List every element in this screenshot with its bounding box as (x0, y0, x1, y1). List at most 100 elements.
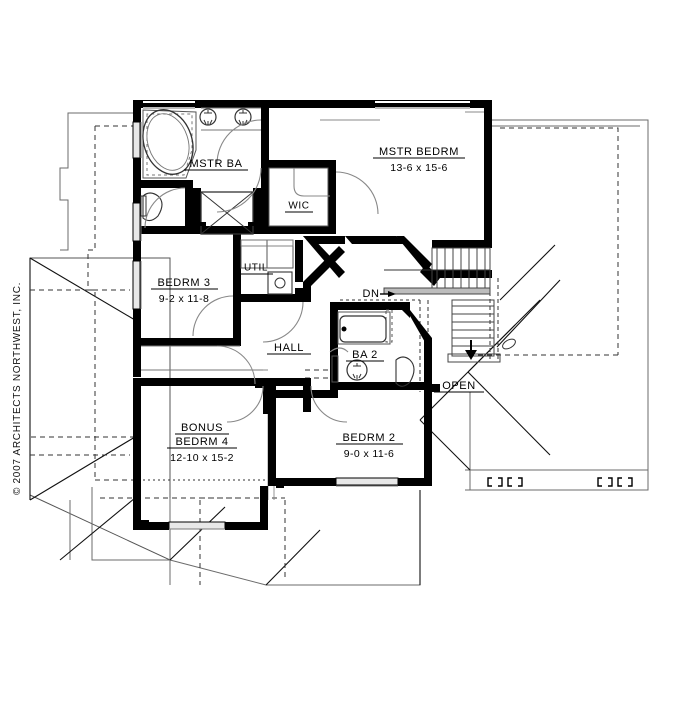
walls-group (132, 100, 492, 530)
toilet-tank-mstr (140, 195, 147, 217)
wall-top-right-stub (470, 100, 492, 108)
wall-angle-stub (303, 282, 311, 302)
window-below-bottom (168, 521, 226, 530)
wall-angle-diag-2 (303, 246, 345, 288)
wall-util-jog (233, 288, 241, 296)
label-mstr-ba: MSTR BA (189, 158, 242, 170)
door-swing-wic (293, 168, 330, 197)
roof-edge-lower-left (91, 487, 170, 561)
door-swing-wic-outer (335, 171, 379, 215)
newel-post-symbol (502, 338, 516, 350)
bathtub-ba2 (339, 315, 387, 343)
wic-shelf-outline (268, 167, 329, 227)
wall-wic-top (261, 160, 336, 168)
wall-bonus-left-bottom (133, 478, 141, 488)
label-bonus: BONUS (181, 422, 223, 434)
wall-ba2-top (330, 302, 410, 310)
toilet-mstr (142, 192, 163, 222)
wall-left-top (133, 100, 141, 122)
window-left-b (132, 202, 141, 242)
sink-basin-ba2 (346, 359, 368, 381)
label-ba-2: BA 2 (352, 349, 378, 361)
wall-ba2-right (424, 338, 432, 386)
wall-bedrm3-bottom-a (141, 338, 209, 346)
dims-mstr-bedrm: 13-6 x 15-6 (390, 162, 448, 174)
wall-mstrba-bottom-b (193, 226, 269, 234)
wall-left-c (133, 241, 141, 261)
wall-hall-left-vert (263, 386, 271, 414)
wall-top-jamb-b (369, 100, 375, 108)
dims-bedrm-2: 9-0 x 11-6 (344, 448, 395, 460)
wall-right-mstr (484, 100, 492, 240)
wall-left-d (133, 309, 141, 367)
wall-stair-top (432, 240, 492, 248)
wall-top-jamb-a (195, 100, 201, 108)
wall-mstrba-tub-bottom (133, 180, 193, 188)
door-swing-hall-a (216, 345, 256, 385)
wall-ba2-corner (402, 302, 410, 318)
wall-mstr-bottom-diag (396, 236, 432, 272)
wall-mstrba-right-lower (261, 168, 269, 234)
wall-left-e (133, 367, 141, 377)
wall-below-bottom-b (225, 522, 268, 530)
wall-wic-bottom (261, 226, 336, 234)
window-left-c (132, 260, 141, 310)
shower-door-jamb-left (198, 222, 206, 226)
door-swing-bedrm2 (310, 385, 348, 423)
door-swing-ba2 (329, 347, 349, 353)
vanity-ba2 (331, 355, 339, 383)
hip-line-right-edge (499, 244, 556, 301)
door-swing-util (262, 301, 304, 343)
shower-stall-mstr (200, 191, 254, 235)
hip-line-bottom-mid (265, 529, 321, 586)
wall-bonus-right (268, 386, 276, 486)
wall-ba2-bottom (330, 382, 432, 390)
wall-below-right-vert (260, 486, 268, 530)
hidden-outline-right (500, 127, 619, 355)
post-markers-group (487, 477, 633, 487)
wall-ba2-partition (385, 309, 393, 343)
appliance-backsplash (240, 239, 294, 247)
wall-angle-diag (303, 236, 345, 278)
room-labels-group: MSTR BEDRM 13-6 x 15-6 MSTR BA WIC BEDRM… (151, 146, 484, 464)
shower-door-jamb-right (248, 222, 256, 226)
window-left-a (132, 121, 141, 159)
stair-assembly (380, 247, 516, 363)
faucet-right (238, 110, 248, 125)
post-marker-3 (597, 477, 613, 487)
hip-secondary (467, 324, 516, 373)
label-stair-down: DN (362, 288, 379, 300)
util-fixtures (192, 239, 348, 423)
wall-hall-bottom (263, 378, 311, 386)
tub-deck-mstr (142, 109, 197, 179)
window-bedrm2-bottom (335, 477, 399, 486)
wall-util-left (233, 234, 241, 296)
wall-mstr-bottom-a (345, 236, 404, 244)
wall-below-bottom-a (133, 522, 169, 530)
wall-bedrm3-right (233, 296, 241, 346)
window-glass-top-a (143, 101, 195, 103)
faucet-ba2 (352, 363, 362, 379)
wall-util-right (295, 240, 303, 282)
roof-edge-right (492, 119, 649, 470)
wall-bedrm2-top (276, 390, 332, 398)
wall-mstr-bottom-right (432, 270, 492, 278)
copyright-notice: © 2007 ARCHITECTS NORTHWEST, INC. (12, 282, 23, 495)
util-sink-basin (274, 277, 286, 289)
bathtub-oval (142, 109, 194, 175)
wall-bedrm3-bottom-b (217, 338, 241, 346)
mstr-bath-fixtures (140, 108, 262, 235)
label-hall: HALL (274, 342, 304, 354)
wall-bedrm2-bottom-a (276, 478, 336, 486)
door-swing-mstrba-2 (216, 167, 262, 213)
wall-top-window-a (143, 100, 195, 107)
util-sink-box (267, 271, 293, 295)
wic-fixtures (268, 167, 379, 227)
wall-bedrm2-top-jamb (330, 390, 338, 398)
wall-top-window-b (375, 100, 470, 107)
window-glass-top-b (375, 101, 470, 103)
label-util: UTIL (244, 263, 268, 274)
bathtub-oval-inner (146, 113, 190, 171)
bathtub-surround-ba2 (337, 311, 391, 345)
